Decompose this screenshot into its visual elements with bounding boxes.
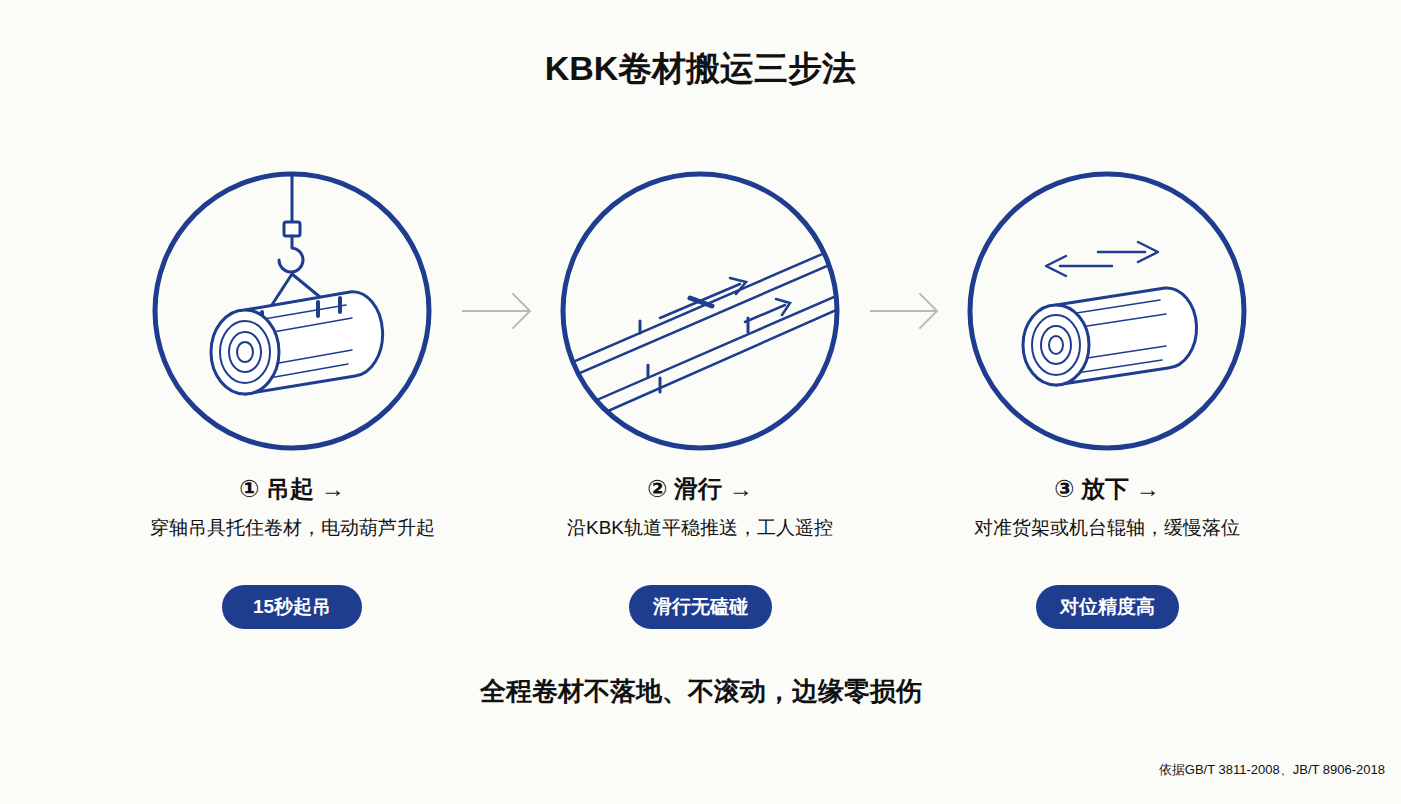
- circle-outline: [967, 171, 1247, 451]
- position-arrow: [1098, 242, 1158, 262]
- coil-ring: [1041, 326, 1071, 364]
- coil-ring: [229, 332, 261, 372]
- step-description: 对准货架或机台辊轴，缓慢落位: [847, 515, 1367, 541]
- step-circle: ③ 放下 →对准货架或机台辊轴，缓慢落位: [967, 171, 1247, 451]
- placement-illustration: [1023, 242, 1197, 385]
- pill-text: 15秒起吊: [253, 594, 331, 620]
- step-heading: ② 滑行 →: [440, 473, 960, 505]
- summary-note: 全程卷材不落地、不滚动，边缘零损伤: [0, 674, 1401, 709]
- step-heading: ① 吊起 →: [32, 473, 552, 505]
- diagram-title: KBK卷材搬运三步法: [0, 46, 1401, 92]
- circle-outline: [560, 171, 840, 451]
- arrow-shaft: [462, 310, 530, 312]
- coil-end: [211, 310, 279, 394]
- feature-pill: 滑行无磕碰: [629, 585, 772, 629]
- coil-core: [237, 342, 253, 362]
- arrow-shaft: [870, 310, 937, 312]
- position-arrow: [1046, 256, 1112, 276]
- step-arrow: [462, 293, 530, 328]
- trolley-tab: [640, 321, 660, 392]
- kbk-rail: [550, 242, 850, 386]
- step-description: 穿轴吊具托住卷材，电动葫芦升起: [32, 515, 552, 541]
- coil-core: [1049, 336, 1063, 354]
- circle-border: [563, 174, 837, 448]
- coil-end: [1023, 305, 1089, 385]
- coil-ring: [1032, 315, 1080, 375]
- coil-ring: [220, 321, 270, 383]
- pill-text: 滑行无磕碰: [653, 594, 748, 620]
- pill-text: 对位精度高: [1060, 594, 1155, 620]
- motion-arrow: [660, 278, 746, 318]
- feature-pill: 对位精度高: [1036, 585, 1179, 629]
- step-circle: ① 吊起 →穿轴吊具托住卷材，电动葫芦升起: [152, 171, 432, 451]
- sling-pads: [262, 298, 340, 326]
- hook-block: [284, 222, 300, 236]
- crane-hook: [279, 236, 303, 272]
- step-circle: ② 滑行 →沿KBK轨道平稳推送，工人遥控: [560, 171, 840, 451]
- step-arrow: [870, 293, 937, 328]
- circle-border: [155, 174, 429, 448]
- trolley-tab: [747, 318, 750, 332]
- standard-reference: 依据GB/T 3811-2008、JB/T 8906-2018: [800, 761, 1385, 779]
- step-description: 沿KBK轨道平稳推送，工人遥控: [440, 515, 960, 541]
- hoist-illustration: [211, 175, 383, 394]
- step-heading: ③ 放下 →: [847, 473, 1367, 505]
- arrow-head: [919, 293, 937, 328]
- feature-pill: 15秒起吊: [222, 585, 362, 629]
- circle-border: [970, 174, 1244, 448]
- circle-outline: [152, 171, 432, 451]
- arrow-head: [512, 293, 530, 328]
- motion-arrow: [745, 299, 790, 322]
- hoist-rope: [291, 175, 294, 222]
